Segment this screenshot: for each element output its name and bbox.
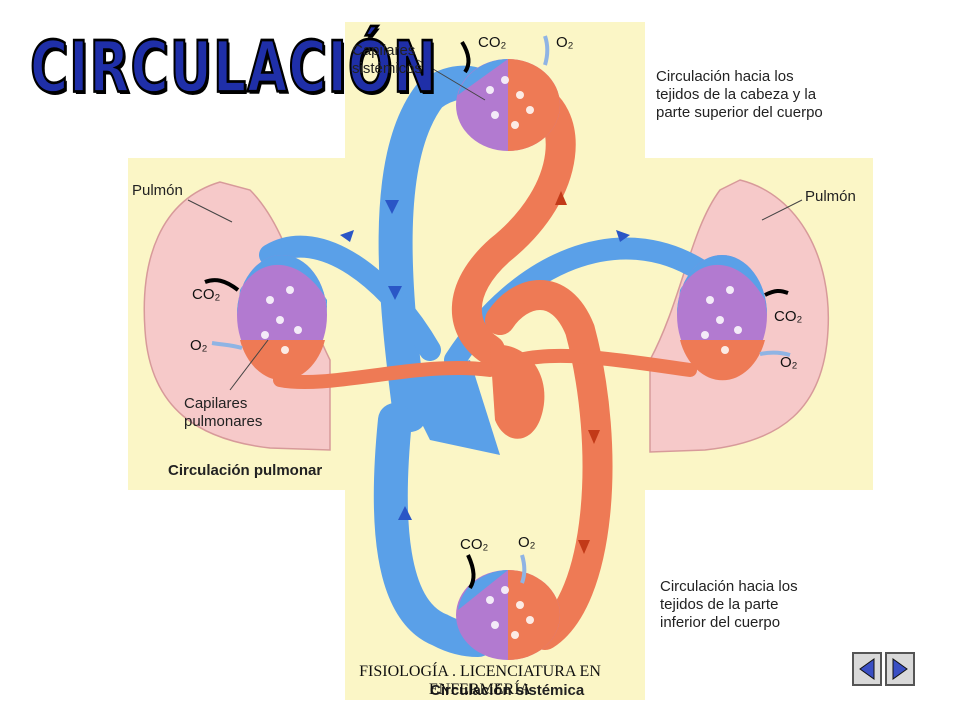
next-slide-button[interactable]: [885, 652, 915, 686]
label-pulmonary-capillaries: Capilares pulmonares: [184, 395, 262, 431]
arterial-flow-arrows: [555, 191, 600, 554]
label-pulmonary-circulation: Circulación pulmonar: [168, 462, 323, 479]
label-lung-right: Pulmón: [805, 188, 856, 205]
footer-text: FISIOLOGÍA . LICENCIATURA EN ENFERMERÍA: [330, 663, 630, 699]
prev-slide-button[interactable]: [852, 652, 882, 686]
left-heart: [490, 344, 545, 439]
triangle-right-icon: [892, 658, 908, 680]
pulmonary-artery-left: [259, 235, 441, 361]
label-line: parte superior del cuerpo: [656, 104, 823, 121]
capillary-bed-left: [237, 255, 327, 381]
gas-co2-left: CO₂: [192, 286, 221, 303]
label-line: tejidos de la parte: [660, 596, 779, 613]
capillary-bed-top: [456, 59, 560, 151]
capillary-bed-bottom: [456, 570, 560, 660]
vena-cava-superior: [378, 65, 499, 432]
label-line: Capilares: [184, 395, 248, 412]
footer-line: FISIOLOGÍA . LICENCIATURA EN: [359, 663, 601, 680]
aorta-lower: [485, 280, 613, 650]
footer-line: ENFERMERÍA: [428, 681, 532, 698]
label-systemic-capillaries: Capilares sistémicos: [352, 42, 422, 78]
capillary-bed-right: [677, 255, 767, 381]
label-line: Capilares: [352, 42, 416, 59]
label-systemic-circulation: Circulación sistémica: [430, 682, 585, 699]
pulmonary-vein-left: [273, 360, 497, 390]
co2-arrows: [204, 40, 789, 590]
leader-lines: [187, 59, 803, 391]
gas-co2-right: CO₂: [774, 308, 803, 325]
label-lower-circulation: Circulación hacia los tejidos de la part…: [660, 578, 798, 632]
label-lung-left: Pulmón: [132, 182, 183, 199]
label-line: sistémicos: [352, 60, 423, 77]
label-line: Circulación hacia los: [656, 68, 794, 85]
venous-flow-arrows: [340, 200, 630, 520]
gas-co2-top: CO₂: [478, 34, 507, 51]
gas-o2-left: O₂: [190, 337, 208, 354]
gas-co2-bottom: CO₂: [460, 536, 489, 553]
label-line: inferior del cuerpo: [660, 614, 781, 631]
triangle-left-icon: [859, 658, 875, 680]
page-title: CIRCULACIÓN: [29, 27, 438, 111]
gas-o2-bottom: O₂: [518, 534, 536, 551]
gas-o2-right: O₂: [780, 354, 798, 371]
label-line: tejidos de la cabeza y la: [656, 86, 817, 103]
gas-o2-top: O₂: [556, 34, 574, 51]
label-upper-circulation: Circulación hacia los tejidos de la cabe…: [656, 68, 823, 122]
label-line: Circulación hacia los: [660, 578, 798, 595]
right-heart: [400, 360, 500, 455]
label-line: pulmonares: [184, 413, 263, 430]
capillary-pores: [261, 76, 742, 639]
vena-cava-inferior: [373, 403, 495, 657]
pulmonary-vein-right: [513, 348, 697, 377]
o2-arrows: [211, 35, 791, 584]
